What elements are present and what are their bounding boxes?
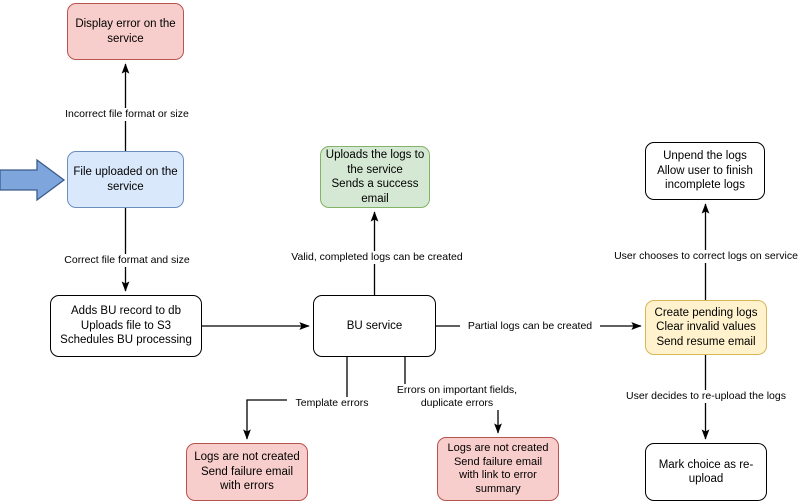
node-bu-service[interactable]: BU service (313, 295, 436, 357)
edge-label-template-errors: Template errors (287, 397, 377, 410)
node-label: Logs are not created Send failure email … (447, 442, 549, 495)
node-label: Create pending logs Clear invalid values… (654, 306, 758, 348)
node-display-error[interactable]: Display error on the service (67, 3, 184, 60)
node-uploads-logs[interactable]: Uploads the logs to the service Sends a … (320, 146, 430, 208)
node-label: Adds BU record to db Uploads file to S3 … (60, 305, 192, 347)
edge-label-partial-logs: Partial logs can be created (460, 320, 600, 333)
node-logs-not-created-errors[interactable]: Logs are not created Send failure email … (186, 443, 308, 501)
node-label: Logs are not created Send failure email … (194, 451, 300, 493)
edge-label-errors-important: Errors on important fields, duplicate er… (389, 384, 525, 410)
start-arrow-icon (0, 158, 66, 202)
node-mark-choice-reupload[interactable]: Mark choice as re- upload (645, 443, 767, 501)
node-adds-bu-record[interactable]: Adds BU record to db Uploads file to S3 … (50, 295, 202, 357)
node-file-uploaded[interactable]: File uploaded on the service (67, 151, 184, 208)
edge-label-correct-format: Correct file format and size (52, 254, 202, 267)
edge-label-incorrect-format: Incorrect file format or size (50, 108, 204, 121)
node-label: File uploaded on the service (73, 166, 178, 193)
node-label: Unpend the logs Allow user to finish inc… (657, 150, 753, 192)
node-label: Display error on the service (75, 18, 176, 45)
node-create-pending-logs[interactable]: Create pending logs Clear invalid values… (645, 300, 767, 355)
edge-label-user-reuploads: User decides to re-upload the logs (614, 390, 798, 403)
edge-label-user-corrects: User chooses to correct logs on service (606, 250, 801, 263)
node-unpend-logs[interactable]: Unpend the logs Allow user to finish inc… (645, 142, 765, 200)
edge-label-valid-logs: Valid, completed logs can be created (280, 251, 474, 264)
node-label: Mark choice as re- upload (658, 458, 754, 486)
node-label: BU service (346, 319, 403, 332)
node-label: Uploads the logs to the service Sends a … (325, 149, 425, 205)
node-logs-not-created-link[interactable]: Logs are not created Send failure email … (437, 437, 559, 501)
